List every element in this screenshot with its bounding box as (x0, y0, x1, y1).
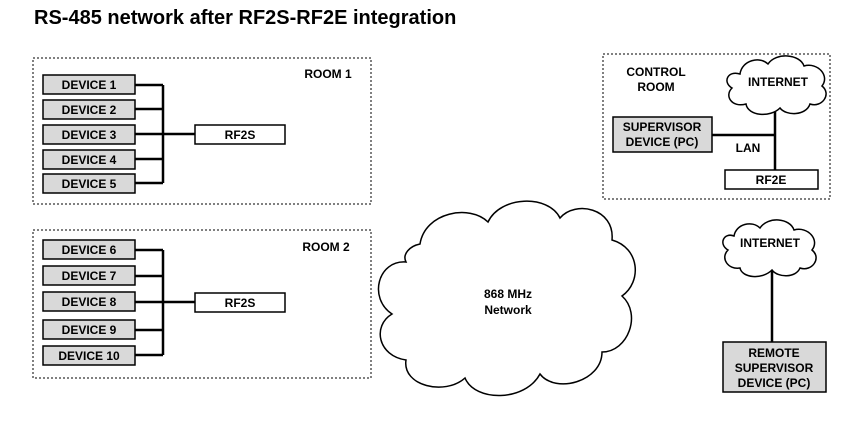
remote-internet-label: INTERNET (740, 236, 801, 250)
device-1-label: DEVICE 1 (62, 78, 117, 92)
room-1-bus (135, 83, 195, 185)
room-1: ROOM 1 DEVICE 1 DEVICE 2 DEVICE 3 DEVICE… (32, 57, 372, 205)
room-2-label: ROOM 2 (302, 240, 350, 254)
device-2-box (42, 99, 136, 120)
device-6-label: DEVICE 6 (62, 243, 117, 257)
device-2-label: DEVICE 2 (62, 103, 117, 117)
device-8-box (42, 291, 136, 312)
lan-label: LAN (736, 141, 761, 155)
supervisor-device-line2: DEVICE (PC) (626, 135, 699, 149)
device-1-box (42, 74, 136, 95)
remote-supervisor-box (722, 341, 827, 393)
network-label-line1: 868 MHz (484, 287, 532, 301)
device-3-label: DEVICE 3 (62, 128, 117, 142)
room-2-border (32, 229, 372, 379)
control-room-label-line1: CONTROL (626, 65, 685, 79)
remote-supervisor-line1: REMOTE (748, 346, 799, 360)
device-4-box (42, 149, 136, 170)
room-1-rf2s-box (194, 124, 286, 145)
room-1-border (32, 57, 372, 205)
control-room-border (602, 53, 831, 200)
remote-supervisor-line3: DEVICE (PC) (738, 376, 811, 390)
device-10-label: DEVICE 10 (58, 349, 120, 363)
device-3-box (42, 124, 136, 145)
control-room: CONTROL ROOM INTERNET SUPERVISOR DEVICE … (602, 53, 831, 200)
device-5-label: DEVICE 5 (62, 177, 117, 191)
room-2-bus (135, 248, 195, 357)
device-9-box (42, 319, 136, 340)
device-10-box (42, 345, 136, 366)
device-8-label: DEVICE 8 (62, 295, 117, 309)
network-label-line2: Network (484, 303, 532, 317)
room-2: ROOM 2 DEVICE 6 DEVICE 7 DEVICE 8 DEVICE… (32, 229, 372, 379)
device-7-label: DEVICE 7 (62, 269, 117, 283)
remote-supervisor-line2: SUPERVISOR (735, 361, 814, 375)
room-1-label: ROOM 1 (304, 67, 352, 81)
network-cloud: 868 MHz Network (377, 200, 636, 397)
device-9-label: DEVICE 9 (62, 323, 117, 337)
room-1-rf2s-label: RF2S (225, 128, 256, 142)
remote-internet-cloud (722, 219, 817, 278)
device-7-box (42, 265, 136, 286)
room-2-rf2s-box (194, 292, 286, 313)
rf2e-label: RF2E (756, 173, 787, 187)
device-4-label: DEVICE 4 (62, 153, 117, 167)
control-internet-cloud (726, 55, 827, 116)
supervisor-device-box (612, 116, 713, 153)
control-room-label-line2: ROOM (637, 80, 674, 94)
network-cloud-shape (377, 200, 636, 397)
control-internet-label: INTERNET (748, 75, 809, 89)
rf2e-box (724, 169, 819, 190)
remote-site: INTERNET REMOTE SUPERVISOR DEVICE (PC) (722, 219, 827, 393)
device-6-box (42, 239, 136, 260)
supervisor-device-line1: SUPERVISOR (623, 120, 702, 134)
diagram-title: RS-485 network after RF2S-RF2E integrati… (34, 7, 457, 29)
control-room-lan-wire (712, 107, 777, 170)
room-2-rf2s-label: RF2S (225, 296, 256, 310)
device-5-box (42, 173, 136, 194)
